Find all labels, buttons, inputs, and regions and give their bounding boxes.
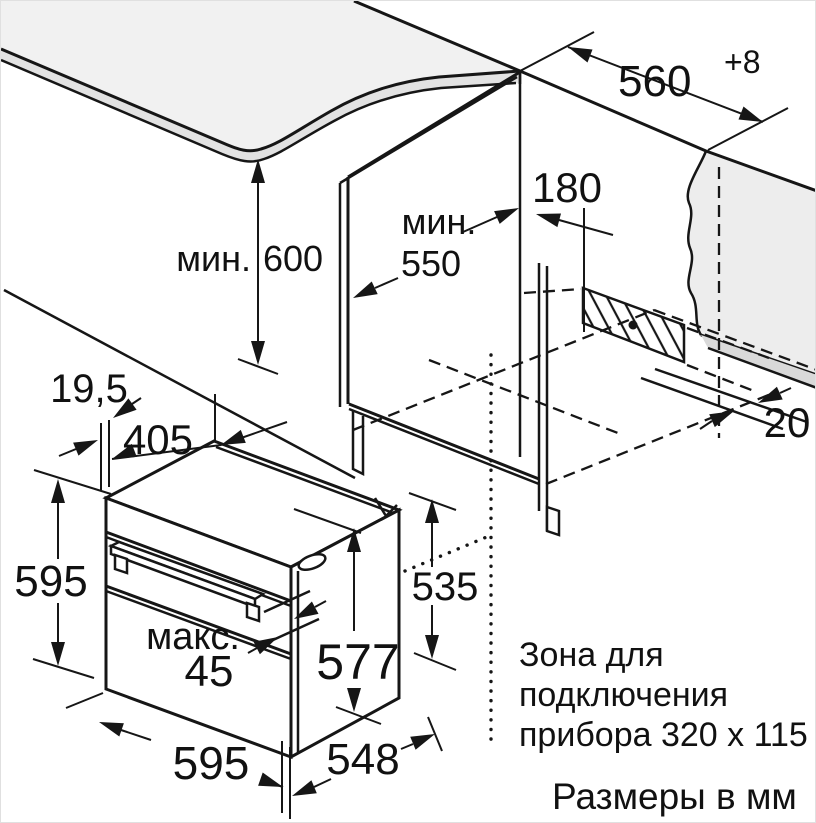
oven-handle xyxy=(107,540,266,623)
rear-gap-line-1 xyxy=(640,376,784,431)
dim-max-protrusion: макс. 45 xyxy=(146,600,327,696)
dim-min600-prefix: мин. xyxy=(176,238,251,279)
dim-rear-gap: 20 xyxy=(699,386,811,446)
dim-595-width-value: 595 xyxy=(173,737,250,789)
left-plinth xyxy=(351,411,365,477)
dim-548-value: 548 xyxy=(326,735,399,784)
floor-line xyxy=(3,288,356,480)
dim-top-depth: 405 xyxy=(111,394,288,463)
dim-560-tolerance: +8 xyxy=(724,44,760,80)
torn-edge xyxy=(686,150,708,336)
connection-zone-note: Зона для подключения прибора 320 x 115 xyxy=(519,636,808,754)
zone-note-line2: подключения xyxy=(519,676,728,714)
protrusion-line-1 xyxy=(263,589,311,614)
niche-top-line xyxy=(353,1,815,192)
floor-strip xyxy=(701,335,815,388)
dim-535-value: 535 xyxy=(412,565,479,609)
dim-180-value: 180 xyxy=(532,164,602,211)
side-grip-hole xyxy=(297,552,327,572)
right-plinth xyxy=(545,505,561,537)
zone-note-line1: Зона для xyxy=(519,636,664,674)
niche-shelf-edge xyxy=(348,402,540,481)
back-panel xyxy=(640,150,815,431)
zone-note-line3: прибора 320 x 115 xyxy=(519,716,808,754)
dim-body-height: 577 xyxy=(293,508,400,725)
dim-595-height-value: 595 xyxy=(14,557,87,606)
dim-max45-value: 45 xyxy=(185,647,234,696)
dim-min600-value: 600 xyxy=(263,238,323,279)
dim-niche-width: 560 +8 xyxy=(519,31,789,151)
dim-19-5-value: 19,5 xyxy=(50,367,128,411)
dim-20-value: 20 xyxy=(764,399,811,446)
zone-boundary-dotted xyxy=(403,353,493,749)
connection-point-dot xyxy=(628,320,638,330)
casing-notch xyxy=(373,497,398,519)
dim-577-value: 577 xyxy=(316,634,399,690)
dim-appliance-height: 595 xyxy=(14,469,112,679)
dim-body-depth: 548 xyxy=(292,716,443,796)
built-in-oven xyxy=(102,439,403,760)
connection-zone-hatch xyxy=(581,208,686,364)
dim-door-offset: 19,5 xyxy=(50,367,142,490)
dim-connection-zone-offset: 180 xyxy=(532,164,614,236)
dim-min550-value: 550 xyxy=(401,243,461,284)
dim-405-value: 405 xyxy=(123,416,193,463)
units-footer: Размеры в мм xyxy=(552,776,797,817)
dim-min550-prefix: мин. xyxy=(402,201,477,242)
dim-min-worktop-clearance: мин. 600 xyxy=(176,159,323,375)
dim-rear-body-height: 535 xyxy=(408,492,479,671)
dim-min-niche-depth: мин. 550 xyxy=(353,201,519,298)
dim-max45-prefix: макс. xyxy=(146,616,240,658)
worktop xyxy=(1,1,815,192)
dim-560-value: 560 xyxy=(618,57,691,106)
rear-gap-line-2 xyxy=(654,367,808,424)
protrusion-line-2 xyxy=(272,617,320,642)
dim-appliance-width: 595 xyxy=(65,692,291,819)
tall-cabinet xyxy=(3,70,561,537)
